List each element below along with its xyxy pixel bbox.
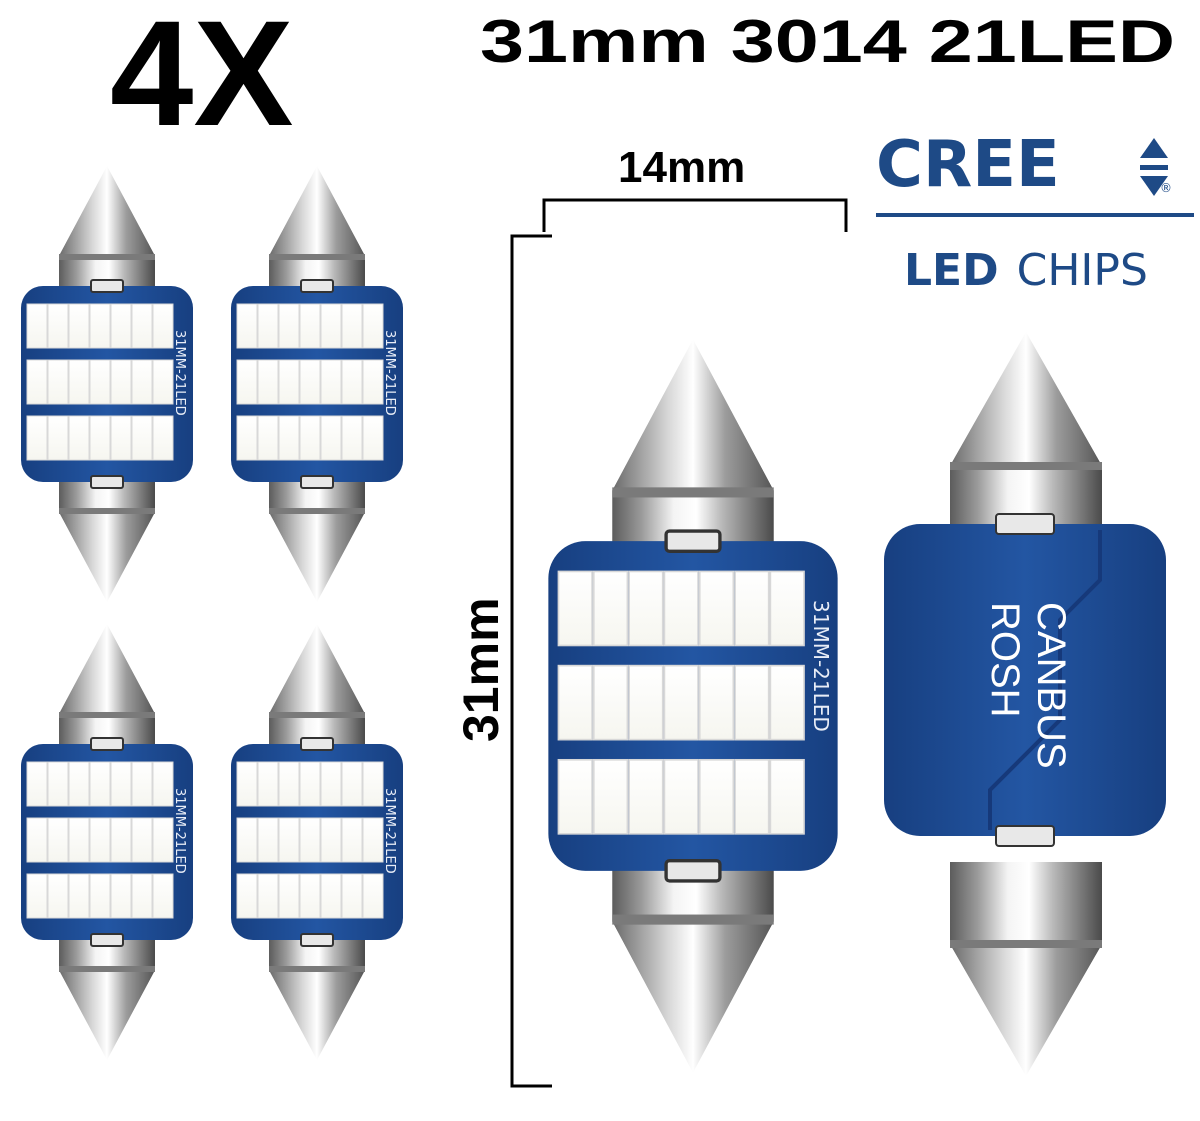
small-bulb-3: 31MM-21LED bbox=[19, 622, 195, 1062]
board-label: 31MM-21LED bbox=[382, 788, 397, 874]
brand-registered-mark: ® bbox=[1160, 181, 1172, 195]
brand-name: CREE bbox=[876, 128, 1060, 202]
width-label: 14mm bbox=[618, 143, 745, 192]
board-label: 31MM-21LED bbox=[809, 600, 833, 732]
small-bulb-4: 31MM-21LED bbox=[229, 622, 405, 1062]
tagline-bold: LED bbox=[904, 245, 999, 296]
large-bulb-back: CANBUS ROSH bbox=[884, 332, 1166, 1076]
small-bulb-1: 31MM-21LED bbox=[19, 164, 195, 604]
tagline-rest: CHIPS bbox=[1017, 245, 1148, 296]
small-bulb-2: 31MM-21LED bbox=[229, 164, 405, 604]
board-label: 31MM-21LED bbox=[172, 330, 187, 416]
board-label: 31MM-21LED bbox=[172, 788, 187, 874]
canbus-label: CANBUS bbox=[1029, 602, 1073, 769]
brand-tagline: LED CHIPS bbox=[904, 245, 1148, 296]
brand-arrows-icon bbox=[1140, 138, 1168, 196]
product-headline: 31mm 3014 21LED bbox=[480, 8, 1175, 75]
length-label: 31mm bbox=[453, 597, 509, 742]
cree-logo: CREE ® LED CHIPS bbox=[876, 128, 1194, 296]
length-dimension: 31mm bbox=[453, 234, 552, 1088]
rosh-label: ROSH bbox=[983, 602, 1027, 718]
large-bulb-front: 31MM-21LED bbox=[546, 337, 840, 1075]
width-dimension: 14mm bbox=[542, 143, 848, 232]
board-label: 31MM-21LED bbox=[382, 330, 397, 416]
quantity-label: 4X bbox=[110, 0, 293, 157]
brand-divider bbox=[876, 213, 1194, 217]
